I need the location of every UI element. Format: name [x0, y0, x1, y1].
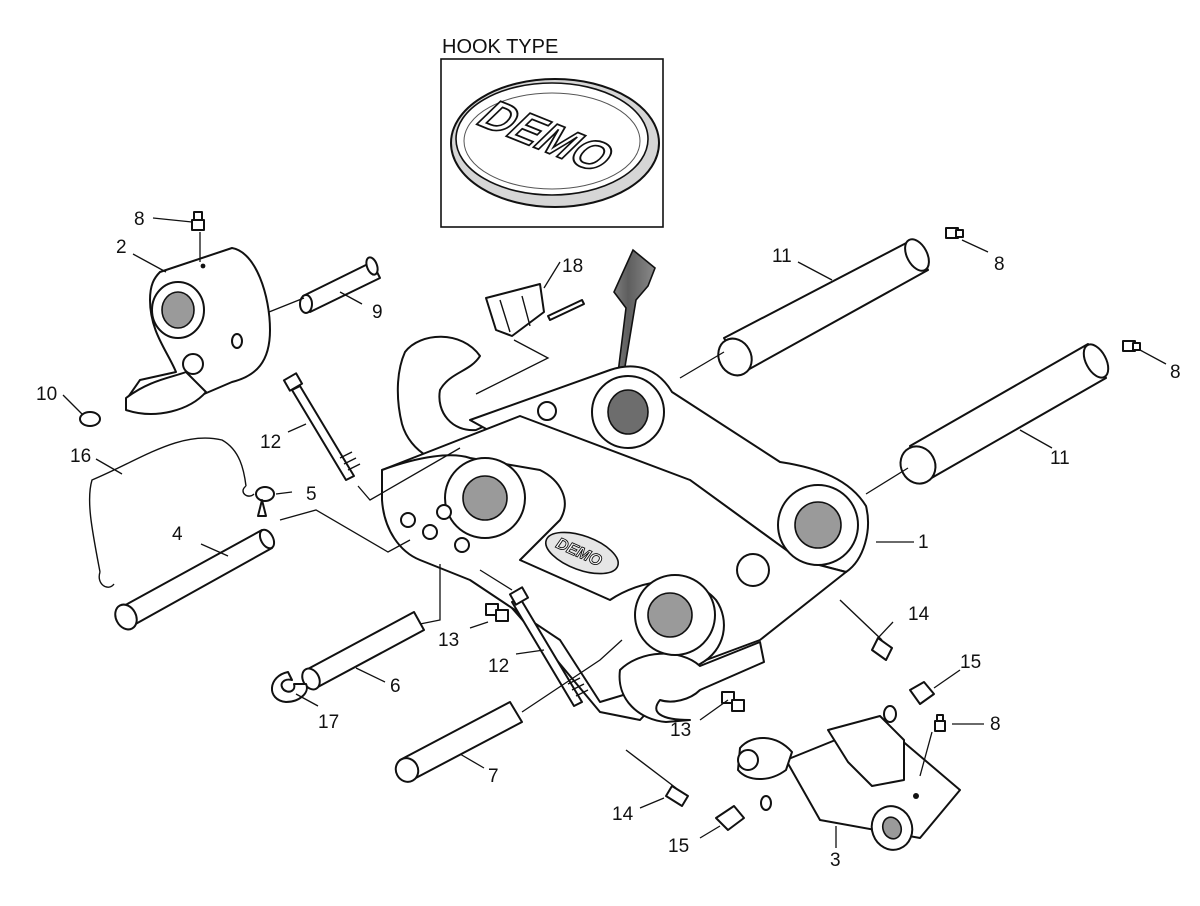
part-12-bolt-lower: [508, 586, 589, 707]
callout-13-lower: 13: [670, 720, 691, 741]
callout-11-lower: 11: [1050, 448, 1070, 469]
side-plate-hole-2: [422, 524, 438, 540]
main-frame: DEMO: [381, 335, 869, 723]
front-boss-lower-bore: [647, 592, 693, 638]
part-2-hook-body: [125, 247, 271, 415]
rear-side-plate: [469, 365, 869, 573]
rear-boss-upper-bore: [607, 389, 649, 435]
side-plate-hole-4: [454, 537, 470, 553]
callout-labels: 8 2 9 10 16 5 4 12 18 11 8 8 11 1 13 12 …: [36, 209, 1181, 871]
inset-title: HOOK TYPE: [442, 36, 558, 58]
part-10-ring: [79, 411, 101, 427]
callout-9: 9: [372, 302, 383, 323]
callout-5: 5: [306, 484, 317, 505]
callout-1: 1: [918, 532, 929, 553]
callout-4: 4: [172, 524, 183, 545]
inset-pointer-arrow: [600, 248, 656, 513]
callout-2: 2: [116, 237, 127, 258]
callout-17: 17: [318, 712, 339, 733]
callout-13-upper: 13: [438, 630, 459, 651]
part-3-hydraulic-cylinder: [737, 715, 961, 851]
callout-15-lower: 15: [668, 836, 689, 857]
inset-logo-badge: DEMO: [450, 78, 660, 208]
part-9-pin: [299, 256, 381, 314]
callout-3: 3: [830, 850, 841, 871]
callout-14-upper: 14: [908, 604, 930, 625]
front-boss-upper-bore: [462, 475, 508, 521]
callout-12-lower: 12: [488, 656, 509, 677]
part-12-bolt-upper: [282, 372, 361, 481]
leader-lines: [62, 217, 1167, 848]
callout-6: 6: [390, 676, 401, 697]
part-14-hose-upper: [839, 599, 893, 661]
callout-12-upper: 12: [260, 432, 281, 453]
side-plate-hole-1: [400, 512, 416, 528]
part-15-elbow-upper: [883, 681, 935, 723]
part-11-cylinder-lower: [899, 343, 1110, 485]
callout-8-upper-right: 8: [994, 254, 1005, 275]
part-8-grease-nipples: [191, 211, 1141, 732]
frame-logo-plate: DEMO: [545, 531, 619, 575]
part-6-pin: [301, 611, 425, 691]
frame-hole-middle: [736, 553, 770, 587]
callout-15-upper: 15: [960, 652, 981, 673]
part-5-clip: [255, 486, 275, 517]
part-16-wire: [88, 437, 255, 588]
part-13-nuts-upper: [485, 603, 509, 622]
side-plate-hole-3: [436, 504, 452, 520]
callout-18: 18: [562, 256, 583, 277]
part-7-pin: [394, 701, 523, 783]
callout-11-upper: 11: [772, 246, 792, 267]
callout-14-lower: 14: [612, 804, 634, 825]
part-13-nuts-lower: [721, 691, 745, 712]
frame-hole-rear: [537, 401, 557, 421]
callout-10: 10: [36, 384, 57, 405]
callout-8-right: 8: [1170, 362, 1181, 383]
part-15-elbow-lower: [715, 795, 772, 831]
part-4-pin: [114, 528, 276, 631]
callout-7: 7: [488, 766, 499, 787]
rear-boss-lower-bore: [794, 501, 842, 549]
callout-8-lower: 8: [990, 714, 1001, 735]
part-11-cylinder-upper: [717, 238, 930, 377]
part-14-hose-lower: [625, 749, 689, 807]
part-18-latch-bracket: [485, 283, 585, 337]
callout-8: 8: [134, 209, 145, 230]
callout-16: 16: [70, 446, 91, 467]
hook-type-inset: HOOK TYPE DEMO: [440, 36, 664, 228]
